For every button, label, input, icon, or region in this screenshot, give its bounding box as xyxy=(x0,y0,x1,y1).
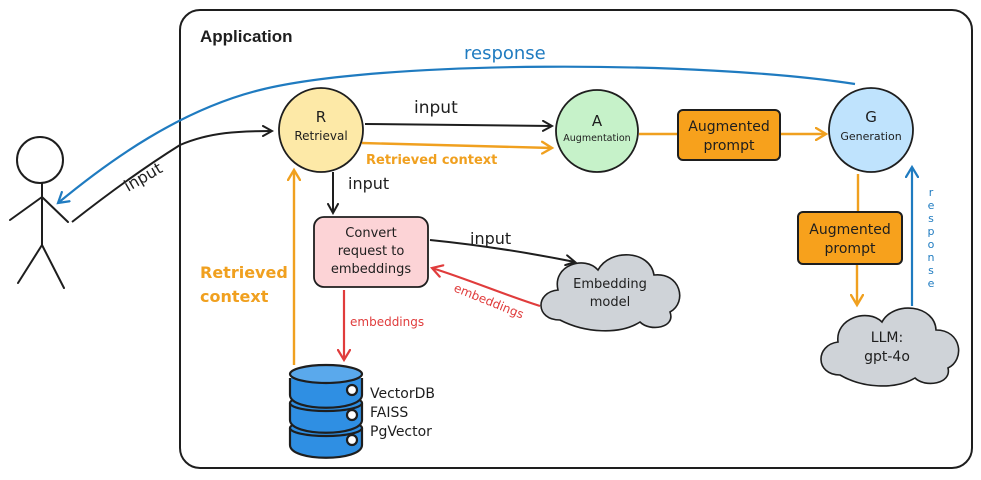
node-retrieval: R Retrieval xyxy=(278,87,364,173)
svg-text:PgVector: PgVector xyxy=(370,424,432,440)
vectordb-database-icon xyxy=(288,363,364,459)
svg-text:e: e xyxy=(928,199,935,212)
edge-label-input-r-to-a: input xyxy=(414,98,458,118)
svg-text:VectorDB: VectorDB xyxy=(370,386,435,402)
svg-text:Augmented: Augmented xyxy=(809,222,890,238)
edge-label-retrieved-context-r-to-a: Retrieved context xyxy=(366,153,497,168)
node-augmented-prompt-2: Augmented prompt xyxy=(797,211,903,265)
svg-text:Embedding: Embedding xyxy=(573,277,647,292)
svg-text:Convert: Convert xyxy=(345,226,396,241)
application-container xyxy=(179,9,973,469)
edge-response-top xyxy=(58,65,856,203)
edge-label-input-convert-to-model: input xyxy=(470,229,511,248)
node-convert-request: Convert request to embeddings xyxy=(313,216,429,288)
svg-text:model: model xyxy=(590,295,630,310)
node-embedding-model-cloud: Embedding model xyxy=(540,254,681,332)
user-stick-figure-icon xyxy=(9,136,69,289)
svg-text:A: A xyxy=(592,112,603,130)
edge-input-user xyxy=(71,131,272,223)
svg-text:Augmented: Augmented xyxy=(688,119,769,135)
svg-text:Augmentation: Augmentation xyxy=(563,133,630,144)
edge-embeddings-model-to-convert xyxy=(432,268,541,308)
edge-label-input-user: input xyxy=(121,158,166,195)
svg-text:Retrieval: Retrieval xyxy=(294,129,347,143)
edge-label-input-r-to-convert: input xyxy=(348,174,389,193)
application-title: Application xyxy=(200,27,293,46)
edge-label-retrieved-context-db-to-r-1: Retrieved xyxy=(200,263,288,282)
svg-text:n: n xyxy=(928,251,935,264)
edge-label-response-top: response xyxy=(464,43,546,64)
node-augmented-prompt-1: Augmented prompt xyxy=(677,109,781,161)
edge-label-embeddings-convert-to-db: embeddings xyxy=(350,315,424,329)
svg-text:embeddings: embeddings xyxy=(331,262,412,277)
svg-text:s: s xyxy=(928,212,934,225)
svg-text:R: R xyxy=(316,108,326,126)
node-augmentation: A Augmentation xyxy=(555,89,639,173)
svg-text:Generation: Generation xyxy=(840,130,901,143)
svg-text:prompt: prompt xyxy=(825,241,876,257)
edge-label-retrieved-context-db-to-r-2: context xyxy=(200,287,269,306)
svg-text:p: p xyxy=(928,225,935,238)
svg-text:gpt-4o: gpt-4o xyxy=(864,349,910,365)
svg-text:request to: request to xyxy=(338,244,405,259)
svg-text:e: e xyxy=(928,277,935,290)
svg-text:prompt: prompt xyxy=(704,138,755,154)
edge-input-r-to-a xyxy=(364,124,552,126)
edge-label-response-vertical: r e s p o n s e xyxy=(928,186,935,290)
svg-text:LLM:: LLM: xyxy=(871,330,903,346)
svg-text:r: r xyxy=(929,186,934,199)
vectordb-labels: VectorDB FAISS PgVector xyxy=(370,386,435,440)
svg-text:o: o xyxy=(928,238,935,251)
svg-text:G: G xyxy=(865,108,877,126)
svg-text:s: s xyxy=(928,264,934,277)
edge-input-convert-to-model xyxy=(429,239,575,262)
svg-text:FAISS: FAISS xyxy=(370,405,408,421)
edge-retrieved-context-r-to-a xyxy=(361,143,552,148)
node-llm-cloud: LLM: gpt-4o xyxy=(820,307,960,387)
node-generation: G Generation xyxy=(828,87,914,173)
